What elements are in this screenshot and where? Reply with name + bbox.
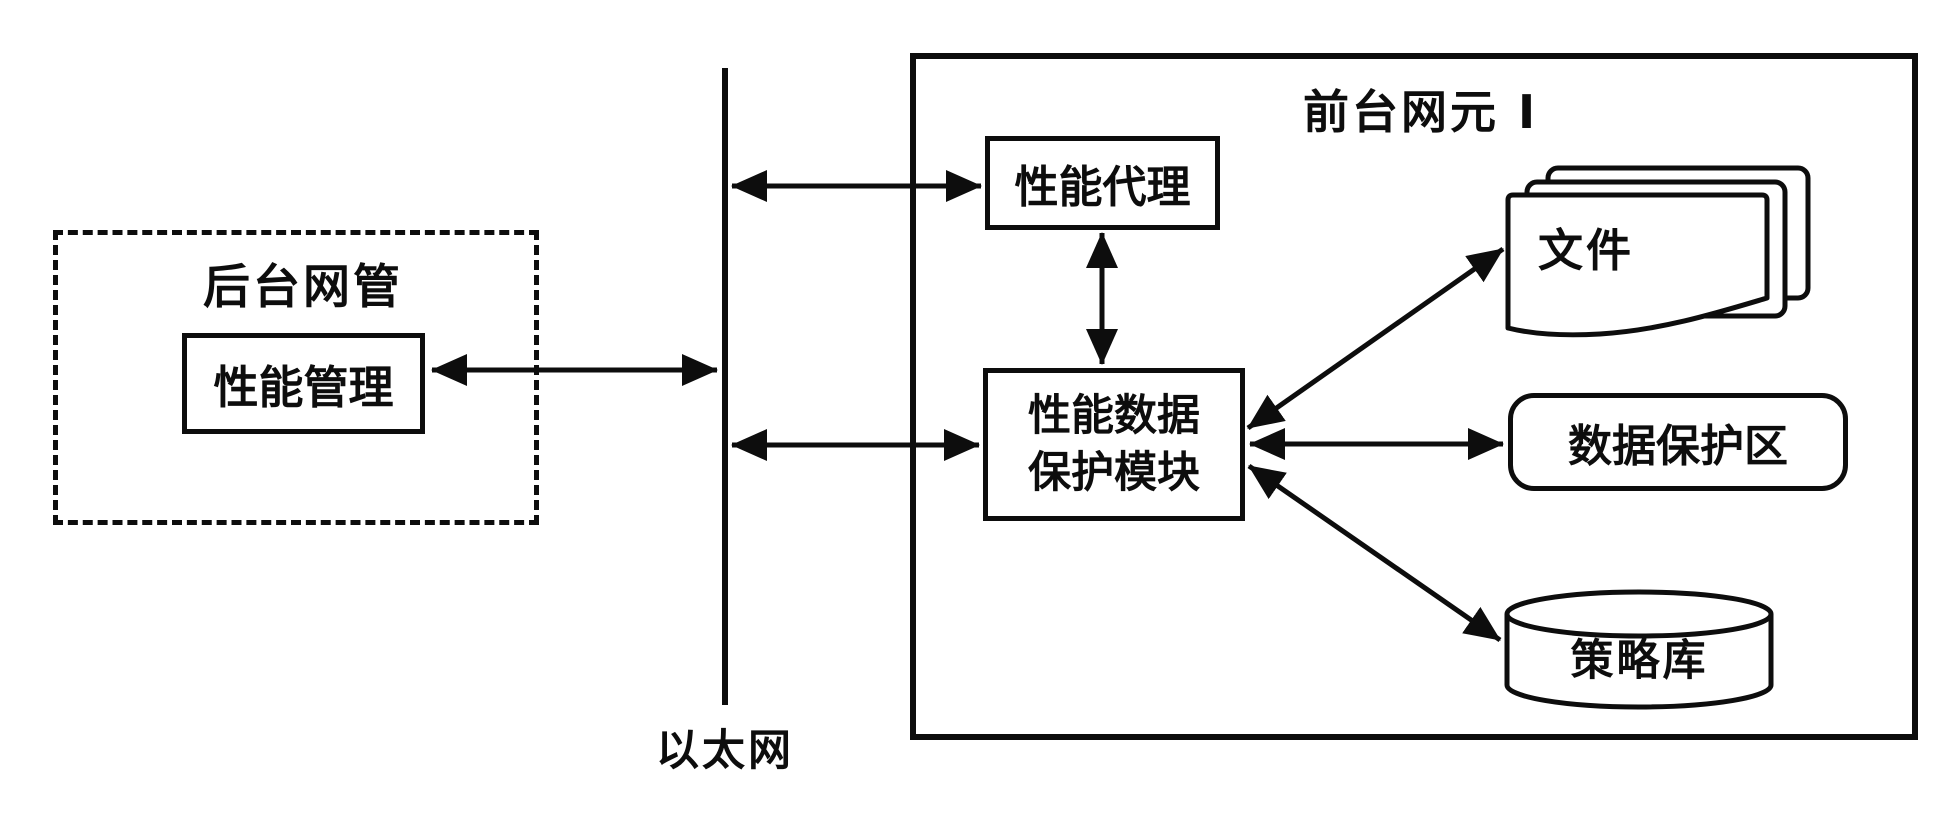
protection-module-line2: 保护模块 [1028,447,1200,498]
frontend-group-title: 前台网元 I [1303,85,1539,139]
ethernet-label: 以太网 [656,726,794,776]
frontend-group-box [910,53,1918,740]
data-protection-area-label: 数据保护区 [1568,421,1788,472]
protection-module-node: 性能数据 保护模块 [983,368,1245,521]
backend-group-title: 后台网管 [203,260,403,315]
data-protection-area-node: 数据保护区 [1508,393,1848,491]
policy-library-label: 策略库 [1570,636,1709,686]
performance-management-label: 性能管理 [213,361,394,414]
performance-management-node: 性能管理 [182,333,425,434]
protection-module-line1: 性能数据 [1028,390,1200,441]
files-label: 文件 [1538,224,1635,277]
performance-agent-label: 性能代理 [1014,162,1191,213]
performance-agent-node: 性能代理 [985,136,1220,230]
